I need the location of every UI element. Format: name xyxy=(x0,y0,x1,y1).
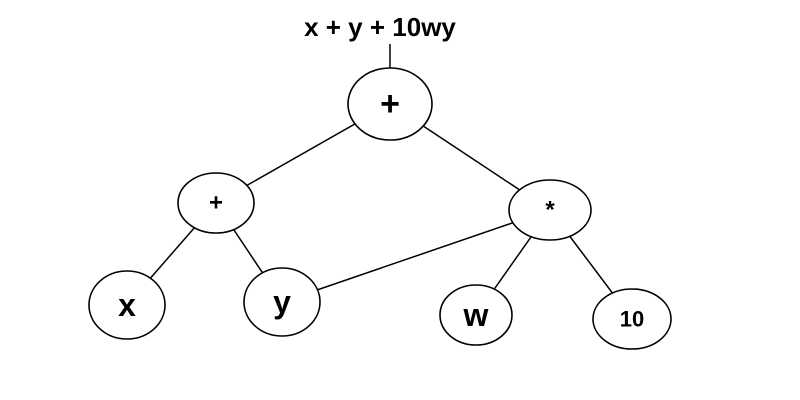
node-left-plus: + xyxy=(177,172,255,234)
node-x: x xyxy=(88,270,166,340)
node-label-w: w xyxy=(463,297,489,333)
node-ten: 10 xyxy=(592,288,672,350)
node-label-y: y xyxy=(273,284,291,320)
node-ellipse-x xyxy=(88,270,166,340)
node-ellipse-y xyxy=(243,267,321,337)
node-label-times: * xyxy=(545,197,555,224)
node-ellipse-w xyxy=(439,284,513,346)
node-y: y xyxy=(243,267,321,337)
node-label-x: x xyxy=(118,287,136,323)
node-ellipse-left-plus xyxy=(177,172,255,234)
node-w: w xyxy=(439,284,513,346)
node-root-plus: + xyxy=(347,67,433,141)
node-ellipse-times xyxy=(508,179,592,241)
node-label-root-plus: + xyxy=(380,85,400,123)
edge-times-to-y xyxy=(281,209,551,303)
node-label-left-plus: + xyxy=(209,190,223,217)
node-ellipse-ten xyxy=(592,288,672,350)
node-label-ten: 10 xyxy=(620,307,644,332)
expression-label: x + y + 10wy xyxy=(304,12,456,42)
node-ellipse-root-plus xyxy=(347,67,433,141)
node-times: * xyxy=(508,179,592,241)
nodes-layer: + + * x y w 10 xyxy=(88,67,672,350)
